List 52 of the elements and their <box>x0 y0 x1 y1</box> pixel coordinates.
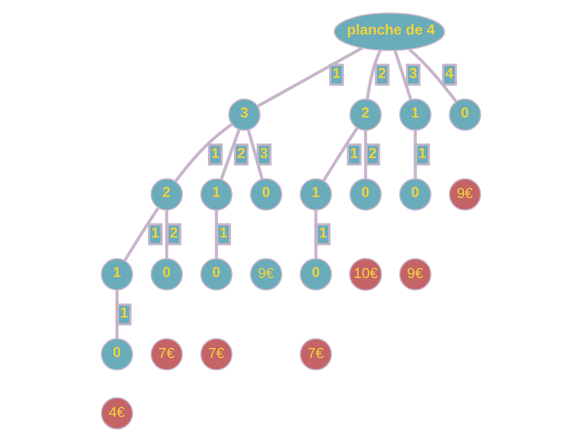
connector <box>366 49 382 99</box>
node-circle: 9€ <box>250 258 282 290</box>
node-circle: 3 <box>228 98 261 130</box>
edge-label: 1 <box>151 225 160 242</box>
edge-label: 2 <box>368 145 377 162</box>
node-circle: 2 <box>349 98 382 130</box>
node-circle: 7€ <box>300 338 332 370</box>
connector <box>115 290 119 338</box>
connector <box>256 46 363 108</box>
connector <box>165 210 168 258</box>
node-circle: 0 <box>200 258 233 290</box>
node-circle: 9€ <box>448 178 482 210</box>
connector <box>174 122 233 182</box>
node-circle: 0 <box>150 258 183 290</box>
edge-label: 3 <box>409 66 418 82</box>
node-circle: 7€ <box>150 338 183 370</box>
edge-label: 1 <box>332 66 341 82</box>
edge-label: 2 <box>170 225 178 242</box>
edge-label: 2 <box>378 66 386 82</box>
node-circle: 0 <box>349 178 382 210</box>
edge-label: 1 <box>350 145 358 162</box>
node-circle: 0 <box>300 258 332 290</box>
node-circle: 2 <box>150 178 183 210</box>
node-circle: 1 <box>200 178 233 210</box>
edge-label: 3 <box>260 145 268 162</box>
edge-label: 1 <box>120 305 128 322</box>
node-circle: 0 <box>448 98 482 130</box>
node-circle: 0 <box>100 338 134 370</box>
node-circle: 0 <box>399 178 432 210</box>
edge-label: 1 <box>318 225 328 242</box>
edge-label: 1 <box>418 145 426 162</box>
connector <box>394 49 412 100</box>
edge-label: 2 <box>237 145 246 162</box>
node-circle: 9€ <box>399 258 432 290</box>
edge-label: 4 <box>445 66 454 82</box>
edge-label: 1 <box>211 145 220 162</box>
node-circle: 4€ <box>100 396 134 429</box>
connector <box>364 130 368 178</box>
connector <box>314 210 318 258</box>
connector <box>123 206 160 261</box>
connector <box>414 130 417 178</box>
node-circle: 7€ <box>200 338 233 370</box>
node-circle: 1 <box>300 178 332 210</box>
node-circle: 0 <box>250 178 282 210</box>
node-ellipse: planche de 4 <box>334 12 446 51</box>
connector <box>408 48 458 102</box>
node-circle: 1 <box>100 258 134 290</box>
edge-label: 1 <box>220 225 228 242</box>
connector <box>322 126 359 181</box>
node-circle: 1 <box>399 98 432 130</box>
connector <box>214 210 218 258</box>
node-circle: 10€ <box>349 257 382 290</box>
